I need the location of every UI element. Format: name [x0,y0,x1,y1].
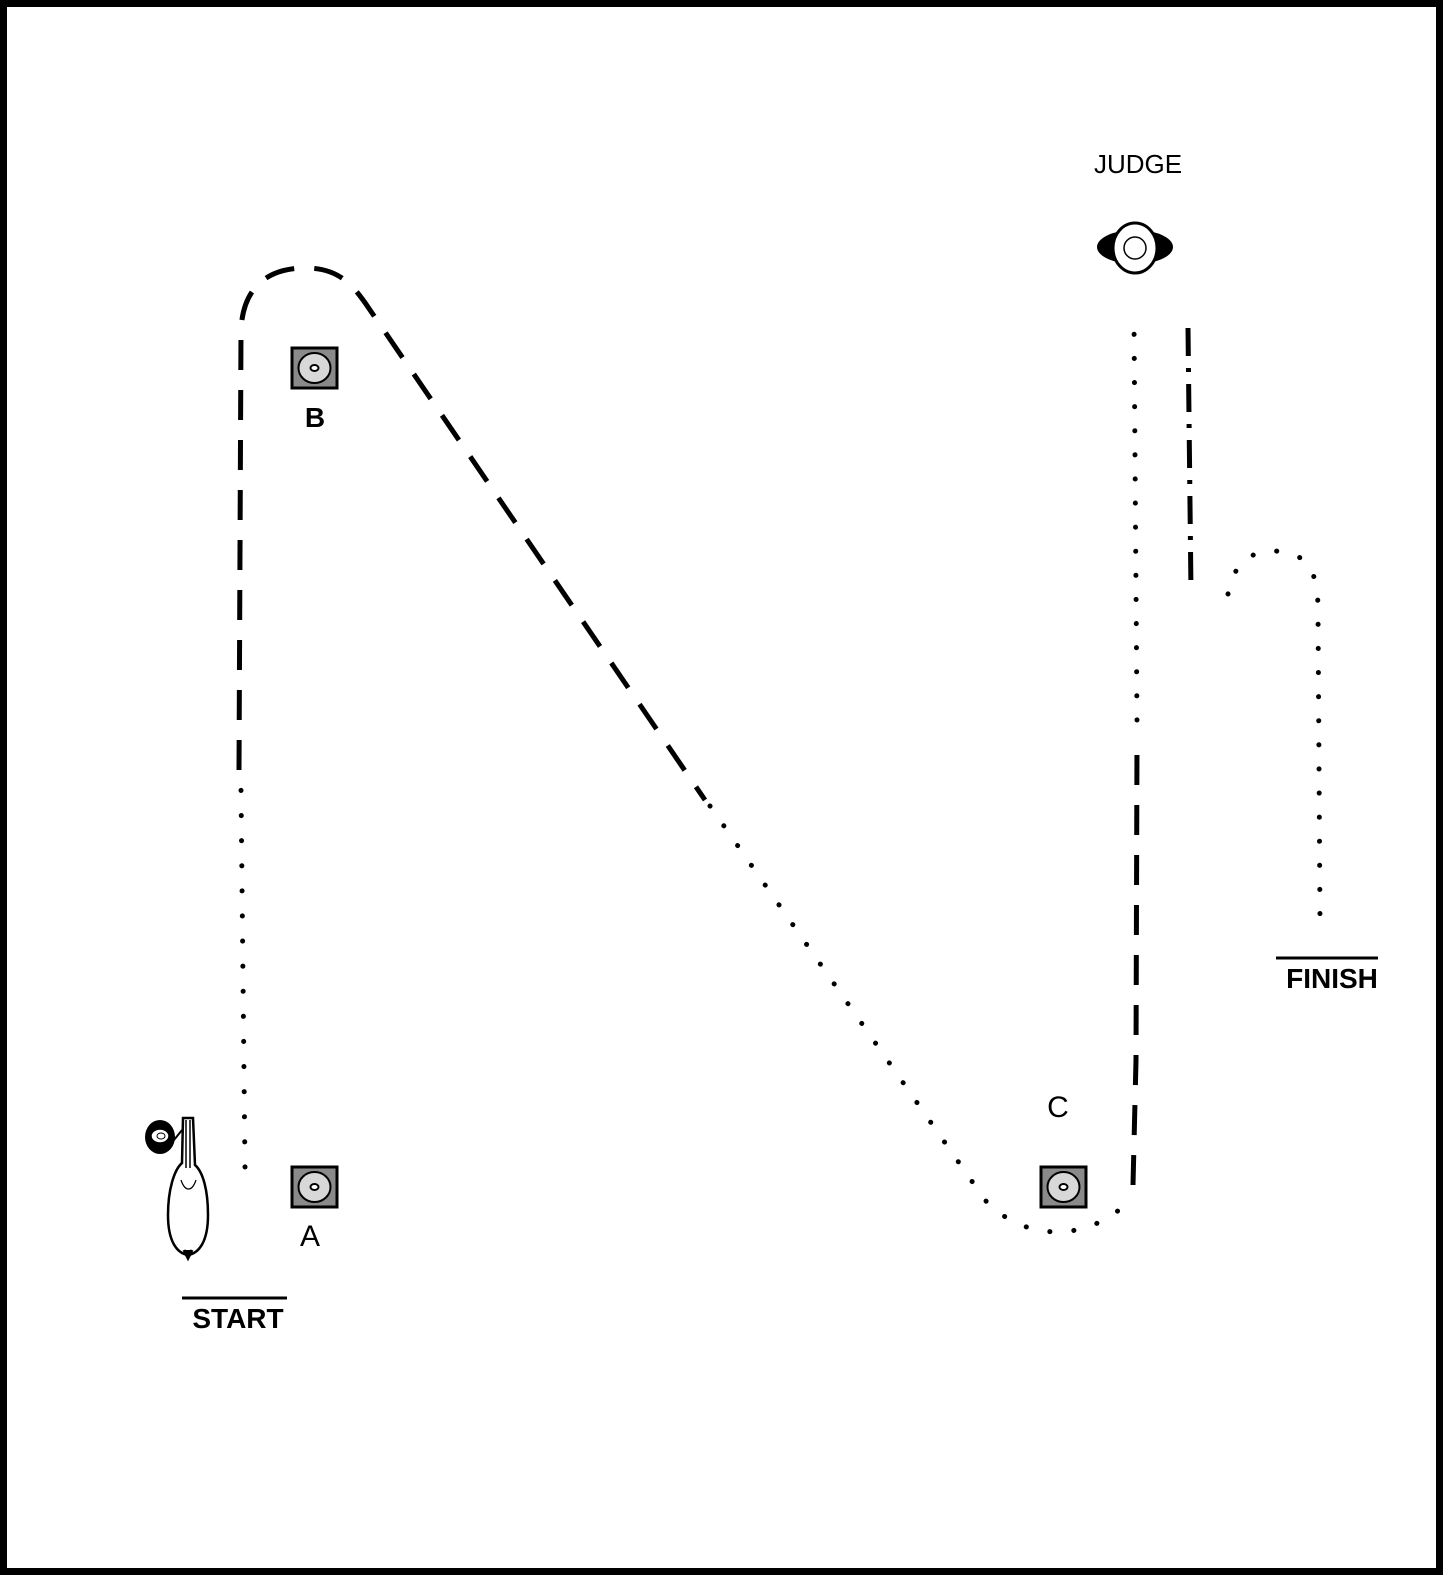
cone-b-label: B [305,402,325,433]
handler-icon [145,1120,175,1154]
cone-marker-icon [292,1167,337,1207]
cone-marker-icon [292,348,337,388]
cone-c-label: C [1047,1091,1069,1124]
finish-marker: FINISH [1276,958,1378,994]
diagram-frame [4,4,1440,1572]
start-marker: START [182,1298,287,1334]
finish-label: FINISH [1286,963,1378,994]
start-label: START [192,1303,283,1334]
cone-a-label: A [300,1220,320,1253]
judge-label: JUDGE [1094,149,1182,179]
cone-marker-icon [1041,1167,1086,1207]
